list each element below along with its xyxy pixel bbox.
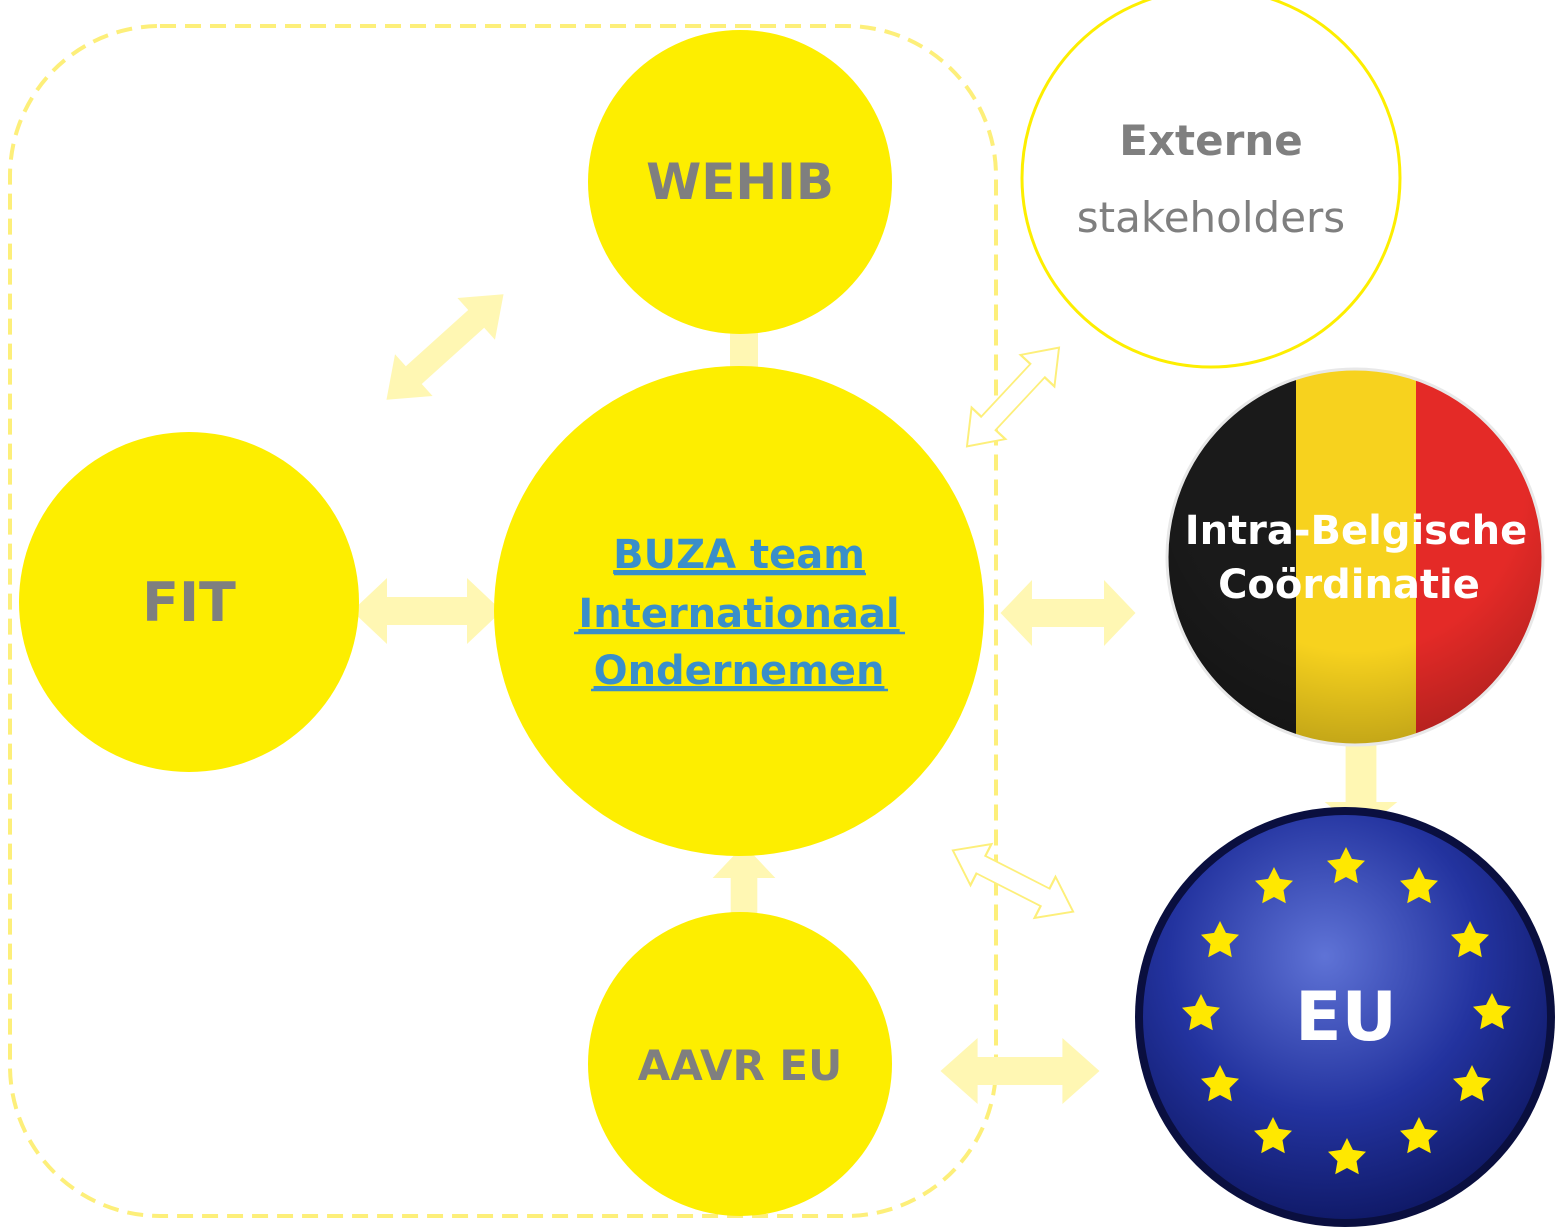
node-buza-line1[interactable]: BUZA team xyxy=(613,532,865,578)
node-fit xyxy=(19,432,359,772)
node-eu-label: EU xyxy=(1295,978,1397,1057)
node-externe-line1: Externe xyxy=(1119,116,1302,165)
node-fit-label: FIT xyxy=(142,571,236,634)
node-eu xyxy=(1135,807,1555,1227)
node-buza-line3[interactable]: Ondernemen xyxy=(594,648,885,694)
node-aavr xyxy=(588,912,892,1216)
node-buza-line2[interactable]: Internationaal xyxy=(578,591,899,637)
arrow-aavr-eu xyxy=(940,1038,1100,1104)
node-buza xyxy=(494,366,984,856)
node-externe xyxy=(1020,0,1402,369)
node-wehib-label: WEHIB xyxy=(646,153,834,211)
arrow-outline-eu xyxy=(941,828,1085,934)
node-wehib xyxy=(588,30,892,334)
node-externe-line2: stakeholders xyxy=(1077,193,1345,242)
internal-group-border xyxy=(8,24,998,1218)
node-intra-line1: Intra-Belgische xyxy=(1185,508,1528,554)
arrow-fit-buza xyxy=(352,578,502,644)
arrow-buza-intra xyxy=(1000,580,1136,646)
node-aavr-label: AAVR EU xyxy=(638,1041,842,1090)
arrow-outline-externe xyxy=(949,330,1077,464)
arrow-fit-wehib xyxy=(367,273,523,421)
node-intra xyxy=(1165,367,1545,747)
node-intra-line2: Coördinatie xyxy=(1218,562,1480,608)
